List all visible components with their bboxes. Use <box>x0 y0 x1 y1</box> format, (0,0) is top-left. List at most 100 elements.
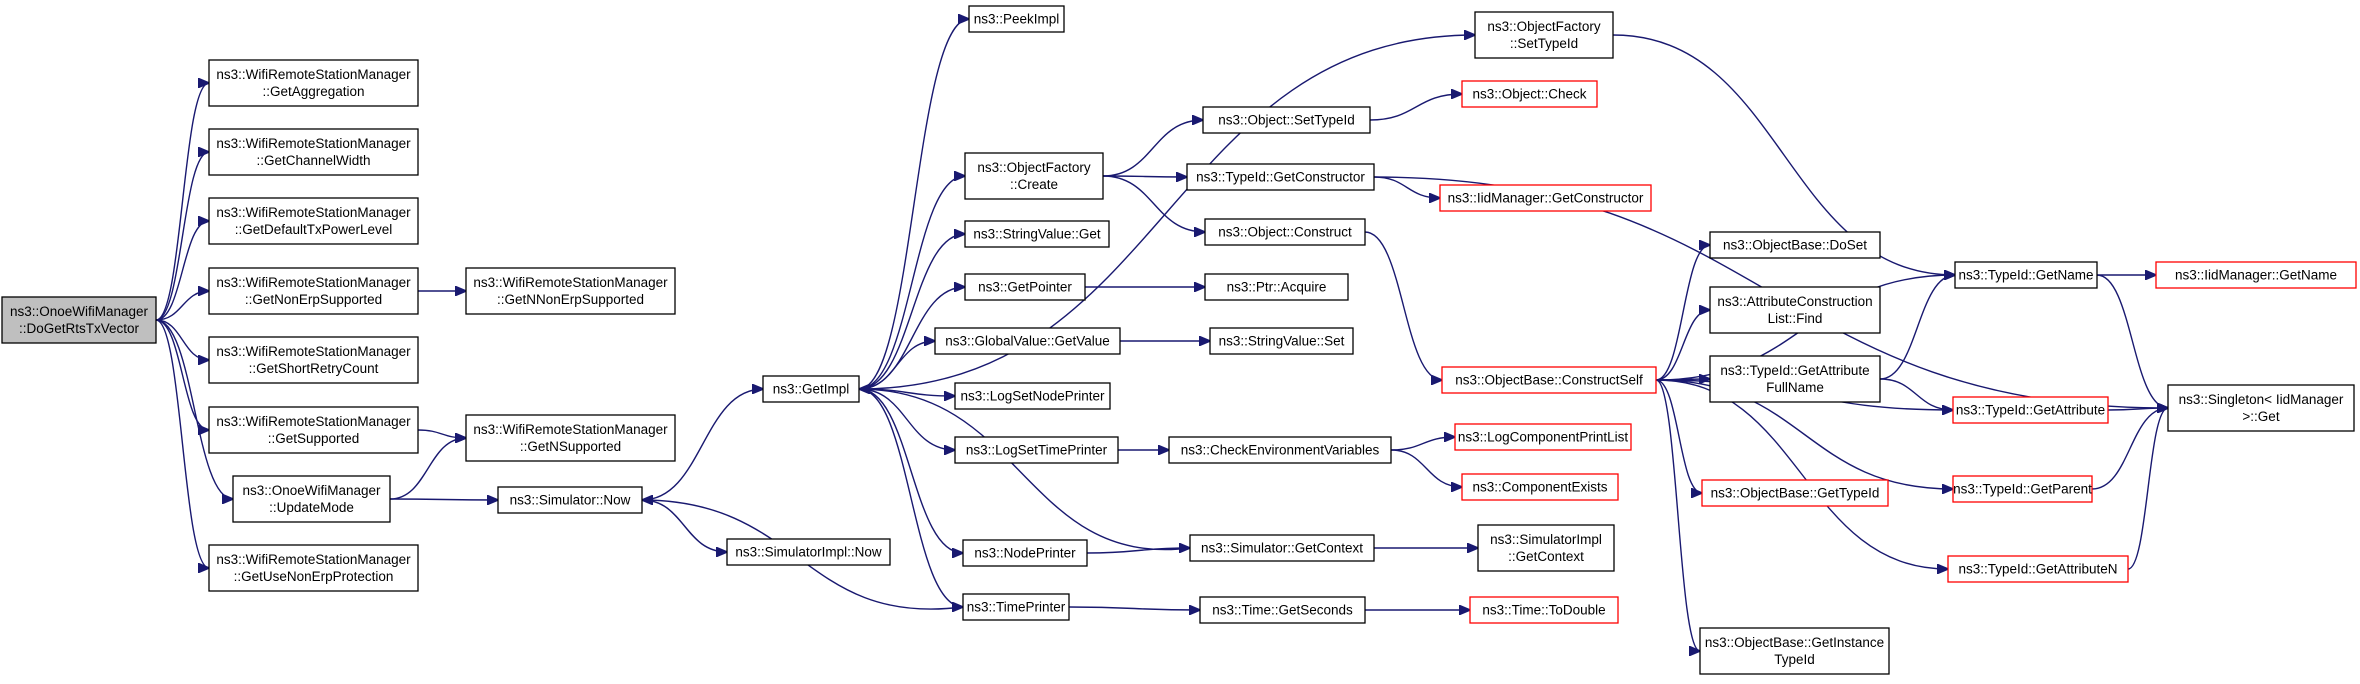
node-box-getnonerp[interactable] <box>208 267 419 315</box>
node-compexists[interactable]: ns3::ComponentExists <box>1461 473 1619 501</box>
node-svset[interactable]: ns3::StringValue::Set <box>1209 327 1354 355</box>
node-box-getusenonerp[interactable] <box>208 544 419 592</box>
node-box-simnow[interactable] <box>497 486 643 514</box>
node-box-getnsup[interactable] <box>465 414 676 462</box>
node-gvgetvalue[interactable]: ns3::GlobalValue::GetValue <box>934 327 1121 355</box>
node-box-iidgetctor[interactable] <box>1439 184 1652 212</box>
node-box-obdoset[interactable] <box>1709 231 1881 259</box>
node-box-logcomplist[interactable] <box>1454 423 1632 451</box>
node-box-svset[interactable] <box>1209 327 1354 355</box>
node-box-tidgetattrn[interactable] <box>1947 555 2129 583</box>
node-checkenv[interactable]: ns3::CheckEnvironmentVariables <box>1168 436 1392 464</box>
node-box-getshort[interactable] <box>208 336 419 384</box>
node-tidgetattr[interactable]: ns3::TypeId::GetAttribute <box>1952 396 2109 424</box>
node-box-getnnonerp[interactable] <box>465 267 676 315</box>
node-getcw[interactable]: ns3::WifiRemoteStationManager::GetChanne… <box>208 128 419 176</box>
node-iidgetname[interactable]: ns3::IidManager::GetName <box>2155 261 2357 289</box>
node-box-tidgetattrfull[interactable] <box>1709 355 1881 403</box>
node-box-root[interactable] <box>1 296 157 344</box>
node-tidgetctor[interactable]: ns3::TypeId::GetConstructor <box>1186 163 1375 191</box>
node-box-gvgetvalue[interactable] <box>934 327 1121 355</box>
node-getnnonerp[interactable]: ns3::WifiRemoteStationManager::GetNNonEr… <box>465 267 676 315</box>
node-box-tidgetctor[interactable] <box>1186 163 1375 191</box>
node-tidgetparent[interactable]: ns3::TypeId::GetParent <box>1952 475 2093 503</box>
node-box-svget[interactable] <box>964 220 1110 248</box>
node-objsettypeid[interactable]: ns3::Object::SetTypeId <box>1202 106 1371 134</box>
node-box-simimplnow[interactable] <box>726 538 891 566</box>
node-objcheck[interactable]: ns3::Object::Check <box>1461 80 1598 108</box>
node-getimpl[interactable]: ns3::GetImpl <box>762 375 860 403</box>
node-simnow[interactable]: ns3::Simulator::Now <box>497 486 643 514</box>
node-box-timetodouble[interactable] <box>1469 596 1619 624</box>
node-box-obgetinst[interactable] <box>1699 627 1890 675</box>
node-tidgetname[interactable]: ns3::TypeId::GetName <box>1954 261 2098 289</box>
node-box-timegetsec[interactable] <box>1199 596 1366 624</box>
node-getnonerp[interactable]: ns3::WifiRemoteStationManager::GetNonErp… <box>208 267 419 315</box>
node-box-obgettypeid[interactable] <box>1701 479 1889 507</box>
node-objconstruct[interactable]: ns3::Object::Construct <box>1204 218 1366 246</box>
node-getnsup[interactable]: ns3::WifiRemoteStationManager::GetNSuppo… <box>465 414 676 462</box>
node-box-acfind[interactable] <box>1709 286 1881 334</box>
node-timeprinter[interactable]: ns3::TimePrinter <box>962 593 1070 621</box>
node-singletonget[interactable]: ns3::Singleton< IidManager >::Get <box>2167 384 2355 432</box>
node-box-simimplgetctx[interactable] <box>1477 524 1615 572</box>
node-box-logsettime[interactable] <box>954 436 1119 464</box>
node-box-ofsettypeid[interactable] <box>1474 11 1614 59</box>
node-box-getdtx[interactable] <box>208 197 419 245</box>
node-box-getsup[interactable] <box>208 406 419 454</box>
node-getagg[interactable]: ns3::WifiRemoteStationManager::GetAggreg… <box>208 59 419 107</box>
node-root[interactable]: ns3::OnoeWifiManager::DoGetRtsTxVector <box>1 296 157 344</box>
node-box-getimpl[interactable] <box>762 375 860 403</box>
node-box-objcheck[interactable] <box>1461 80 1598 108</box>
node-box-compexists[interactable] <box>1461 473 1619 501</box>
node-ptracquire[interactable]: ns3::Ptr::Acquire <box>1204 273 1349 301</box>
node-box-logsetnode[interactable] <box>954 382 1111 410</box>
node-box-ptracquire[interactable] <box>1204 273 1349 301</box>
node-box-objconstruct[interactable] <box>1204 218 1366 246</box>
node-box-simgetctx[interactable] <box>1189 534 1375 562</box>
node-box-nodeprinter[interactable] <box>962 539 1088 567</box>
node-tidgetattrn[interactable]: ns3::TypeId::GetAttributeN <box>1947 555 2129 583</box>
node-box-tidgetattr[interactable] <box>1952 396 2109 424</box>
node-getshort[interactable]: ns3::WifiRemoteStationManager::GetShortR… <box>208 336 419 384</box>
node-box-tidgetparent[interactable] <box>1952 475 2093 503</box>
node-updatemode[interactable]: ns3::OnoeWifiManager::UpdateMode <box>232 475 391 523</box>
node-box-peekimpl[interactable] <box>968 5 1065 33</box>
node-logsetnode[interactable]: ns3::LogSetNodePrinter <box>954 382 1111 410</box>
node-getusenonerp[interactable]: ns3::WifiRemoteStationManager::GetUseNon… <box>208 544 419 592</box>
node-nodeprinter[interactable]: ns3::NodePrinter <box>962 539 1088 567</box>
node-simimplgetctx[interactable]: ns3::SimulatorImpl::GetContext <box>1477 524 1615 572</box>
node-peekimpl[interactable]: ns3::PeekImpl <box>968 5 1065 33</box>
node-ofsettypeid[interactable]: ns3::ObjectFactory::SetTypeId <box>1474 11 1614 59</box>
node-svget[interactable]: ns3::StringValue::Get <box>964 220 1110 248</box>
node-timegetsec[interactable]: ns3::Time::GetSeconds <box>1199 596 1366 624</box>
node-box-obconstructself[interactable] <box>1441 366 1657 394</box>
node-box-tidgetname[interactable] <box>1954 261 2098 289</box>
node-box-checkenv[interactable] <box>1168 436 1392 464</box>
node-simgetctx[interactable]: ns3::Simulator::GetContext <box>1189 534 1375 562</box>
node-box-singletonget[interactable] <box>2167 384 2355 432</box>
node-obgettypeid[interactable]: ns3::ObjectBase::GetTypeId <box>1701 479 1889 507</box>
node-simimplnow[interactable]: ns3::SimulatorImpl::Now <box>726 538 891 566</box>
node-box-timeprinter[interactable] <box>962 593 1070 621</box>
node-obconstructself[interactable]: ns3::ObjectBase::ConstructSelf <box>1441 366 1657 394</box>
node-obdoset[interactable]: ns3::ObjectBase::DoSet <box>1709 231 1881 259</box>
node-logsettime[interactable]: ns3::LogSetTimePrinter <box>954 436 1119 464</box>
node-box-getpointer[interactable] <box>964 273 1086 301</box>
node-getpointer[interactable]: ns3::GetPointer <box>964 273 1086 301</box>
node-box-getcw[interactable] <box>208 128 419 176</box>
node-iidgetctor[interactable]: ns3::IidManager::GetConstructor <box>1439 184 1652 212</box>
node-box-ofcreate[interactable] <box>964 152 1104 200</box>
node-timetodouble[interactable]: ns3::Time::ToDouble <box>1469 596 1619 624</box>
node-box-updatemode[interactable] <box>232 475 391 523</box>
node-ofcreate[interactable]: ns3::ObjectFactory::Create <box>964 152 1104 200</box>
node-box-getagg[interactable] <box>208 59 419 107</box>
node-logcomplist[interactable]: ns3::LogComponentPrintList <box>1454 423 1632 451</box>
node-box-objsettypeid[interactable] <box>1202 106 1371 134</box>
node-getdtx[interactable]: ns3::WifiRemoteStationManager::GetDefaul… <box>208 197 419 245</box>
node-getsup[interactable]: ns3::WifiRemoteStationManager::GetSuppor… <box>208 406 419 454</box>
node-box-iidgetname[interactable] <box>2155 261 2357 289</box>
